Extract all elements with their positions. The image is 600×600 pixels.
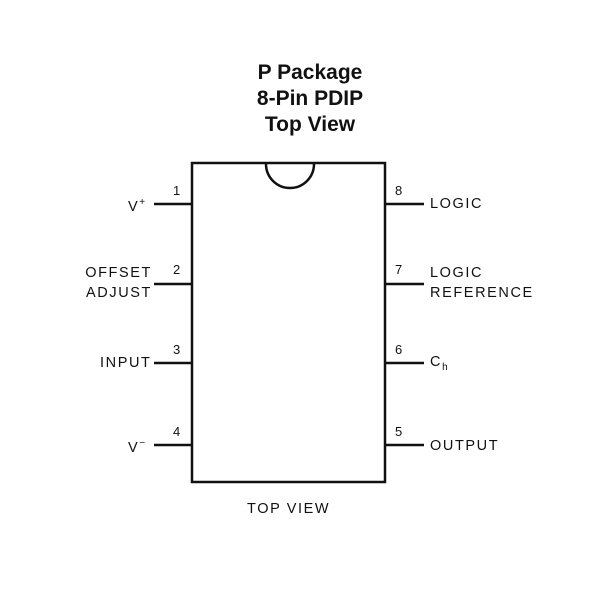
- pin-number-4: 4: [173, 424, 181, 439]
- package-title: P Package 8-Pin PDIP Top View: [0, 60, 600, 138]
- pin-label-4-sup: −: [139, 438, 147, 449]
- pin-number-7: 7: [395, 262, 403, 277]
- pin-label-2: OFFSET ADJUST: [70, 263, 152, 303]
- pin-label-2-line1: OFFSET: [85, 265, 152, 281]
- pin-label-1-text: V: [128, 198, 140, 215]
- title-line-pin-count: 8-Pin PDIP: [256, 87, 364, 110]
- title-line-view: Top View: [264, 113, 356, 136]
- pin-label-7-line2: REFERENCE: [430, 285, 534, 301]
- pin-label-6-text: C: [430, 354, 443, 370]
- pin-number-5: 5: [395, 424, 403, 439]
- pin-label-6-sub: h: [442, 361, 450, 373]
- pin-label-4: V−: [128, 434, 147, 458]
- pin1-notch: [264, 163, 316, 190]
- pin-label-5: OUTPUT: [430, 438, 500, 454]
- pin-label-1-sup: +: [139, 197, 147, 208]
- pin-label-6: Ch: [430, 352, 449, 378]
- pin-number-8: 8: [395, 183, 403, 198]
- pin-label-1: V+: [128, 193, 147, 217]
- pin-number-3: 3: [173, 342, 181, 357]
- title-line-package: P Package: [257, 61, 363, 84]
- pin-label-4-text: V: [128, 439, 140, 456]
- pin-label-2-line2: ADJUST: [86, 285, 152, 301]
- ic-package-body: [190, 161, 387, 484]
- bottom-caption: TOP VIEW: [247, 501, 331, 517]
- pin-label-3: INPUT: [100, 355, 152, 371]
- pin-label-7: LOGIC REFERENCE: [430, 263, 534, 303]
- pin-label-7-line1: LOGIC: [430, 265, 484, 281]
- pin-label-8: LOGIC: [430, 196, 484, 212]
- pin-number-1: 1: [173, 183, 181, 198]
- pin-number-2: 2: [173, 262, 181, 277]
- pin-number-6: 6: [395, 342, 403, 357]
